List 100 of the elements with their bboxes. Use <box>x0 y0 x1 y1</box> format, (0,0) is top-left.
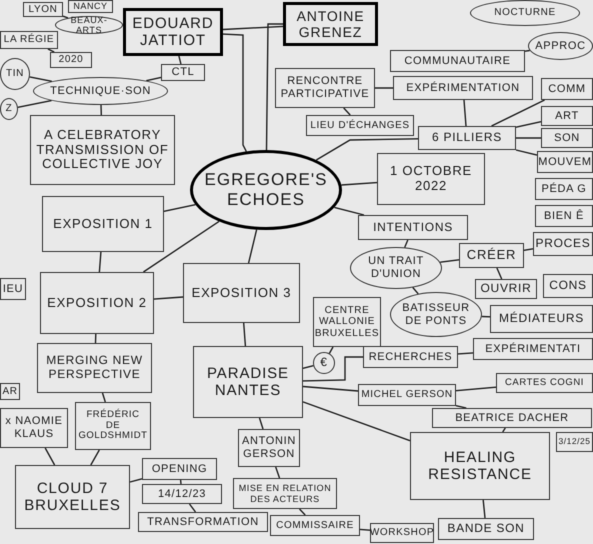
connector-line <box>100 104 102 116</box>
connector-line <box>30 76 52 82</box>
mind-map-box <box>0 31 58 49</box>
connector-line <box>154 296 184 300</box>
mind-map-box <box>543 274 593 298</box>
connector-line <box>266 23 283 150</box>
box-label: MISE EN RELATION DES ACTEURS <box>238 483 332 504</box>
mind-map-box <box>138 512 268 532</box>
box-label: A CELEBRATORY TRANSMISSION OF COLLECTIVE JOY <box>35 128 170 172</box>
mind-map-box <box>390 50 525 72</box>
box-label: BATISSEUR DE PONTS <box>401 302 471 328</box>
connector-line <box>302 365 314 369</box>
box-label: TECHNIQUE·SON <box>50 84 151 98</box>
connector-line <box>62 16 68 19</box>
mind-map-box <box>0 278 26 300</box>
ellipse-node <box>528 32 593 60</box>
connector-line <box>180 480 182 484</box>
mind-map-box <box>142 458 217 480</box>
mind-map-box <box>363 346 458 368</box>
connector-line <box>275 466 280 478</box>
connector-line <box>18 100 52 108</box>
mind-map-box <box>0 408 68 448</box>
mind-map-box <box>541 106 593 126</box>
mind-map-box <box>535 205 593 227</box>
connector-line <box>341 182 378 186</box>
box-label: 14/12/23 <box>158 488 206 500</box>
connector-line <box>130 478 142 483</box>
box-label: NOCTURNE <box>494 7 556 19</box>
ellipse-node <box>313 352 335 374</box>
connector-line <box>90 450 100 466</box>
mind-map-box <box>142 484 222 504</box>
mind-map-box <box>37 343 152 393</box>
connector-line <box>491 99 545 127</box>
box-label: RECHERCHES <box>368 350 452 364</box>
connector-line <box>375 87 393 89</box>
box-label: Z <box>6 103 12 115</box>
box-label: x NAOMIE KLAUS <box>4 415 64 441</box>
ellipse-node <box>0 58 30 90</box>
connector-line <box>44 448 56 466</box>
mind-map-box <box>473 338 593 360</box>
connector-line <box>94 334 96 344</box>
box-label: IEU <box>2 282 24 296</box>
box-label: RENCONTRE PARTICIPATIVE <box>280 75 370 101</box>
box-label: COMM <box>548 82 586 96</box>
mind-map-box <box>533 232 593 256</box>
connector-line <box>222 26 284 30</box>
box-label: COMMUNAUTAIRE <box>404 54 511 68</box>
connector-line <box>404 240 408 248</box>
mind-map-box <box>306 115 414 136</box>
mind-map-box <box>556 432 593 452</box>
box-label: PARADISE NANTES <box>206 364 290 400</box>
box-label: BEATRICE DACHER <box>455 412 569 424</box>
mind-map-box <box>30 115 175 185</box>
mind-map-box <box>161 64 205 81</box>
mind-map-box <box>358 384 456 406</box>
connector-line <box>516 137 541 139</box>
box-label: UN TRAIT D'UNION <box>367 255 425 281</box>
box-label: MOUVEM <box>538 156 592 168</box>
box-label: CARTES COGNI <box>505 378 584 388</box>
connector-line <box>302 386 358 392</box>
box-label: PÉDA G <box>542 182 586 196</box>
box-label: APPROC <box>535 40 586 52</box>
box-label: BIEN Ê <box>544 210 584 222</box>
box-label: OUVRIR <box>480 282 532 296</box>
box-label: BEAUX-ARTS <box>70 14 108 36</box>
box-label: EXPOSITION 3 <box>192 286 292 300</box>
box-label: 6 PILLIERS <box>432 131 502 145</box>
connector-line <box>302 401 410 442</box>
box-label: OPENING <box>152 462 208 476</box>
connector-line <box>178 56 182 64</box>
connector-line <box>143 220 220 273</box>
box-label: EXPOSITION 2 <box>47 296 147 310</box>
mind-map-box <box>432 408 592 428</box>
connector-line <box>188 504 196 512</box>
box-label: CLOUD 7 BRUXELLES <box>23 480 122 514</box>
connector-line <box>456 405 466 409</box>
mind-map-box <box>438 518 534 540</box>
mind-map-box <box>15 465 130 529</box>
box-label: PROCES <box>536 237 590 251</box>
mind-map-box <box>541 78 593 100</box>
connector-line <box>102 392 106 402</box>
mind-map-box <box>459 243 524 268</box>
connector-line <box>482 500 486 518</box>
connector-line <box>248 230 258 264</box>
box-label: ANTONIN GERSON <box>241 435 297 461</box>
mind-map-box <box>377 153 485 205</box>
connector-line <box>222 33 247 152</box>
connector-line <box>164 204 196 212</box>
connector-line <box>258 418 264 430</box>
box-label: AR <box>2 386 18 398</box>
connector-line <box>496 268 502 280</box>
box-label: INTENTIONS <box>373 220 453 234</box>
box-label: 3/12/25 <box>558 437 590 447</box>
box-label: LYON <box>28 4 58 16</box>
box-label: € <box>320 356 328 370</box>
box-label: COMMISSAIRE <box>276 520 354 532</box>
connector-line <box>456 386 496 392</box>
mind-map-box <box>270 515 360 536</box>
connector-line <box>524 248 534 251</box>
connector-line <box>299 508 306 516</box>
